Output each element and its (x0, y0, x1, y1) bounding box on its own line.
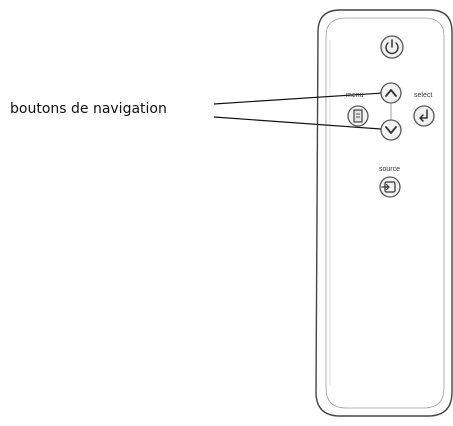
nav-down-button[interactable] (380, 119, 402, 141)
menu-icon (353, 109, 363, 123)
select-button[interactable] (413, 105, 435, 127)
navigation-buttons-callout: boutons de navigation (10, 101, 167, 117)
callout-line-up (213, 92, 384, 105)
source-button[interactable] (379, 176, 401, 198)
nav-up-button[interactable] (380, 82, 402, 104)
menu-button-label: menu (346, 92, 364, 99)
power-button[interactable] (380, 35, 404, 59)
callout-line-down (213, 116, 382, 130)
menu-button[interactable] (347, 105, 369, 127)
enter-icon (419, 109, 428, 122)
source-icon (381, 181, 396, 193)
power-icon (385, 39, 399, 55)
chevron-up-icon (385, 89, 397, 97)
remote-outline (315, 9, 453, 417)
source-button-label: source (379, 166, 401, 173)
select-button-label: select (414, 92, 433, 99)
remote-inner-outline (325, 17, 445, 409)
chevron-down-icon (385, 126, 397, 134)
